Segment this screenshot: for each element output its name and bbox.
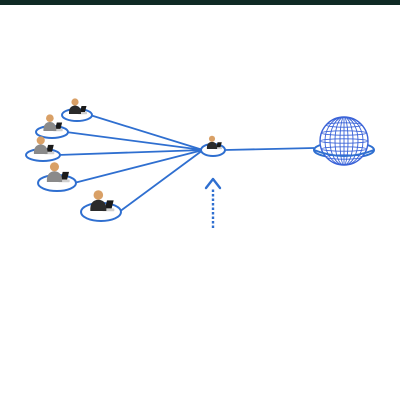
person-head-icon bbox=[36, 136, 45, 145]
client-node-3 bbox=[25, 136, 61, 162]
person-laptop-icon bbox=[46, 162, 70, 183]
line-client-3-to-hub bbox=[57, 149, 204, 156]
person-laptop-icon bbox=[33, 136, 55, 155]
globe-ring-front bbox=[313, 149, 375, 157]
person-laptop-icon bbox=[68, 98, 87, 115]
hub-node bbox=[200, 135, 226, 157]
person-head-icon bbox=[49, 162, 60, 172]
arrow-head bbox=[204, 177, 222, 190]
laptop-icon bbox=[216, 142, 222, 148]
person-body-icon bbox=[46, 171, 63, 182]
laptop-icon bbox=[55, 122, 63, 129]
person-laptop-icon bbox=[206, 135, 223, 150]
laptop-icon bbox=[80, 106, 87, 112]
person-head-icon bbox=[71, 98, 79, 106]
line-client-1-to-hub bbox=[89, 114, 204, 151]
laptop-icon bbox=[46, 144, 54, 152]
person-body-icon bbox=[43, 121, 57, 131]
person-head-icon bbox=[208, 135, 216, 142]
laptop-icon bbox=[105, 200, 114, 209]
line-client-4-to-hub bbox=[73, 149, 204, 184]
person-body-icon bbox=[68, 105, 82, 114]
connection-lines bbox=[57, 114, 315, 213]
person-head-icon bbox=[46, 114, 54, 123]
person-body-icon bbox=[33, 144, 48, 154]
person-body-icon bbox=[206, 141, 218, 149]
top-border-bar bbox=[0, 0, 400, 5]
line-hub-to-internet bbox=[224, 147, 315, 151]
person-head-icon bbox=[93, 190, 104, 200]
line-client-5-to-hub bbox=[118, 149, 204, 213]
client-node-1 bbox=[61, 98, 93, 122]
globe-icon bbox=[313, 116, 375, 166]
client-node-4 bbox=[37, 162, 77, 192]
laptop-icon bbox=[60, 171, 70, 180]
client-node-2 bbox=[35, 114, 69, 139]
person-body-icon bbox=[90, 199, 107, 211]
dashed-up-arrow-icon bbox=[204, 177, 222, 228]
client-node-5 bbox=[80, 190, 122, 222]
client-nodes bbox=[25, 98, 122, 222]
person-laptop-icon bbox=[43, 114, 63, 132]
line-client-2-to-hub bbox=[65, 131, 204, 151]
person-laptop-icon bbox=[90, 190, 115, 212]
